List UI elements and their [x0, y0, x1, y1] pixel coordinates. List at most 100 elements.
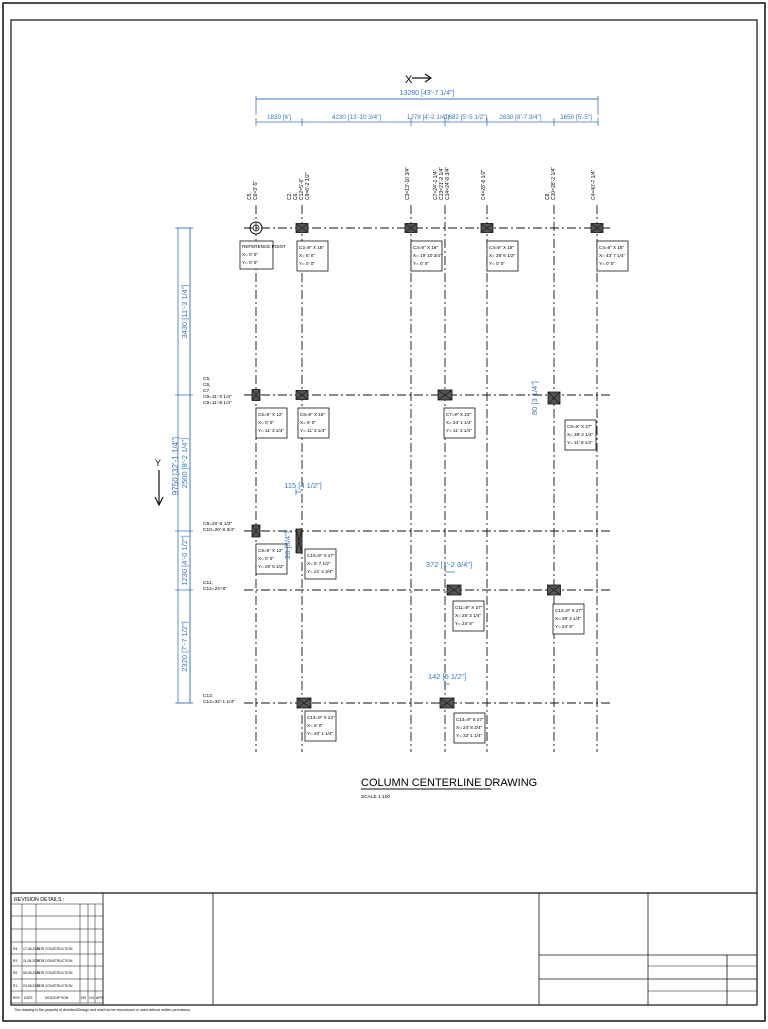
column-tag-line: C14=9" X 27" — [456, 717, 484, 722]
vertical-grid-label: C7=24'-1 1/4" — [433, 169, 439, 200]
column-tag-line: Y= 0' 0" — [413, 261, 429, 266]
column-tag-line: C7=9" X 23" — [446, 412, 471, 417]
column-tag-line: C13=9" X 23" — [307, 715, 335, 720]
horizontal-grid-label: C12=24'-8" — [203, 586, 227, 592]
column-cross — [404, 223, 418, 233]
horizontal-grid-lines — [244, 227, 610, 704]
y-dim-segment: 2500 [8'-2 1/4"] — [180, 438, 189, 488]
column-tag-box — [486, 240, 519, 272]
vertical-grid-lines — [255, 205, 598, 752]
horizontal-grid-label: C8=11'-3 1/4" — [203, 394, 232, 400]
reference-point-marker — [249, 221, 263, 235]
vertical-grid-labels: C5,C6=3'-5"C2,C6,C12=5'-6"C9=6'-2 1/2"C3… — [247, 167, 597, 200]
x-axis-arrowhead — [424, 73, 433, 83]
drawing-scale: SCALE 1:100 — [361, 794, 390, 800]
horizontal-grid-labels: C5,C6,C7,C8=11'-3 1/4"C9=11'-8 1/4"C9=20… — [203, 376, 235, 705]
revision-rev: R1 — [13, 984, 17, 988]
column-cross — [439, 697, 455, 709]
column-tag-box — [255, 543, 288, 575]
column-tag-line: X= 19' 10 3/4" — [413, 253, 442, 258]
column-tag-line: Y= 32' 1 1/4" — [456, 733, 483, 738]
horizontal-grid-label: C9=20'-5 1/2" — [203, 521, 232, 527]
drawing-title: COLUMN CENTERLINE DRAWING — [361, 777, 537, 789]
reference-point-tag: REFERENCE POINT X= 0' 0" Y= 0' 0" — [239, 240, 286, 270]
horizontal-grid-label: C9=11'-8 1/4" — [203, 400, 232, 406]
column-tag-box — [296, 240, 329, 272]
offset-dim-c14: 142 [5 1/2"] — [428, 672, 466, 681]
reference-point-y: Y= 0' 0" — [242, 260, 258, 265]
revision-rev: R4 — [13, 947, 17, 951]
column-cross — [446, 584, 462, 596]
column-cross — [295, 390, 309, 400]
x-dim-segment: 4230 [13'-10 3/4"] — [332, 114, 382, 121]
column-tag-line: X= 43' 7 1/4" — [599, 253, 626, 258]
column-tag-line: X= 6' 0" — [307, 723, 323, 728]
column-tag-line: X= 24' 8 3/4" — [456, 725, 483, 730]
column-tag-box — [443, 407, 476, 439]
column-tag-line: X= 24' 1 1/4" — [446, 420, 473, 425]
y-dim-segment: 2320 [7'-7 1/2"] — [180, 621, 189, 671]
column-tag-line: C8=9" X 27" — [567, 424, 592, 429]
revision-desc: FOR CONSTRUCTION — [37, 984, 73, 988]
column-tag-line: X= 28' 6 1/2" — [489, 253, 516, 258]
revision-desc: FOR CONSTRUCTION — [37, 947, 73, 951]
column-cross — [480, 223, 494, 233]
y-dim-segment: 3430 [11'-3 1/4"] — [180, 285, 189, 339]
revision-rev: R2 — [13, 971, 17, 975]
column-tag-line: Y= 32' 1 1/4" — [307, 731, 334, 736]
vertical-grid-label: C2, — [287, 192, 293, 200]
column-tag-line: C10=9" X 27" — [307, 553, 335, 558]
revision-rev: R3 — [13, 959, 17, 963]
column-tag-line: C3=9" X 18" — [413, 245, 438, 250]
overall-y-dim: 9750 [32'-1 1/4"] — [171, 437, 180, 495]
column-tag-line: X= 6' 0" — [299, 253, 315, 258]
vertical-grid-label: C13=21'-2 1/4" — [439, 167, 445, 200]
column-tag-box — [564, 419, 597, 451]
offset-dim-c8: 80 [3 1/4"] — [530, 381, 539, 415]
column-cross — [547, 584, 561, 596]
column-tag-line: Y= 0' 0" — [299, 261, 315, 266]
column-tag-line: C2=9" X 18" — [299, 245, 324, 250]
revision-header: REVISION DETAILS : — [14, 897, 64, 903]
column-tag-box — [552, 603, 585, 635]
column-tag-line: C9=9" X 12" — [258, 548, 283, 553]
column-tag-line: Y= 24' 8" — [455, 621, 474, 626]
horizontal-grid-label: C5, — [203, 376, 210, 382]
vertical-grid-label: C9=6'-2 1/2" — [305, 172, 311, 200]
column-tag-line: C5=9" X 12" — [258, 412, 283, 417]
column-tag-box — [596, 240, 629, 272]
revision-date: 06.08.2020 — [23, 971, 40, 975]
x-dimension-segments: 1830 [6']4230 [13'-10 3/4"]1278 [4'-2 1/… — [255, 114, 599, 126]
horizontal-grid-label: C11, — [203, 580, 213, 586]
column-tag-box — [304, 548, 337, 580]
revision-col-header: DESCRIPTION — [45, 996, 69, 1000]
column-tag-line: Y= 11' 3 1/4" — [300, 428, 326, 433]
column-tag-line: Y= 0' 0" — [489, 261, 505, 266]
column-tag-line: X= 25' 3 1/4" — [455, 613, 482, 618]
vertical-grid-label: C4=28'-6 1/2" — [481, 169, 487, 200]
revision-col-header: DR — [81, 996, 86, 1000]
column-tag-line: C4=9" X 18" — [489, 245, 514, 250]
footer-note: This drawing is the property of Architec… — [14, 1008, 191, 1012]
column-tags: C2=9" X 18" X= 6' 0" Y= 0' 0" C3=9" X 18" X=… — [255, 240, 629, 744]
column-tag-line: Y= 20' 5 1/2" — [258, 564, 285, 569]
revision-col-header: CH — [89, 996, 94, 1000]
column-tag-line: C6=9" X 18" — [300, 412, 325, 417]
x-dim-segment: 1278 [4'-2 1/4"] — [407, 114, 450, 121]
vertical-grid-label: C6=3'-5" — [253, 181, 259, 200]
column-tag-line: C11=9" X 27" — [455, 605, 483, 610]
column-tag-box — [255, 407, 288, 439]
reference-point-title: REFERENCE POINT — [242, 244, 286, 249]
column-tag-line: C4=9" X 18" — [599, 245, 624, 250]
horizontal-grid-label: C14=32'-1 1/4" — [203, 699, 235, 705]
column-tag-line: X= 38' 2 1/4" — [555, 616, 582, 621]
column-tag-box — [452, 600, 485, 632]
y-dimension-segments: 3430 [11'-3 1/4"]2500 [8'-2 1/4"]1230 [4… — [175, 227, 193, 704]
column-tag-line: Y= 11' 8 1/4" — [567, 440, 593, 445]
column-tag-line: Y= 11' 3 1/4" — [258, 428, 284, 433]
revision-desc: FOR CONSTRUCTION — [37, 959, 73, 963]
